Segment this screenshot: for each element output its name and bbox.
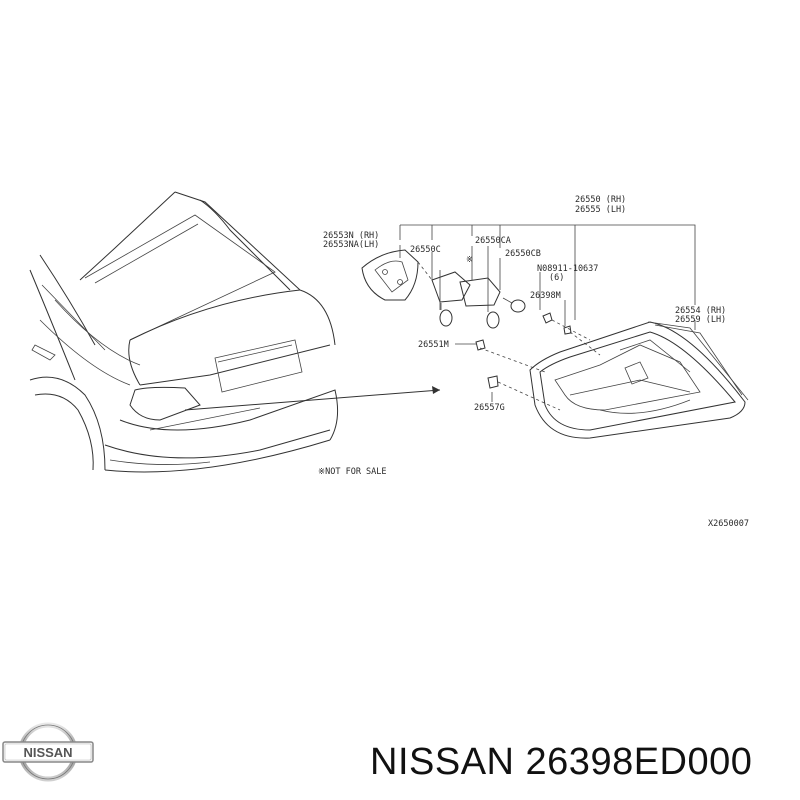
label-26555: 26555 (LH) — [575, 205, 626, 215]
label-26557g: 26557G — [474, 403, 505, 413]
leader-lines — [399, 224, 696, 402]
label-26553n: 26553N (RH) — [323, 231, 379, 241]
part-labels: 26550 (RH) 26555 (LH) 26553N (RH) 26553N… — [318, 195, 749, 529]
label-26550: 26550 (RH) — [575, 195, 626, 205]
logo-wordmark: NISSAN — [23, 745, 72, 760]
car-rear-illustration — [29, 191, 441, 473]
diagram-ref-code: X2650007 — [708, 519, 749, 529]
star-mark: ※ — [466, 255, 473, 265]
label-26550ca: 26550CA — [475, 236, 511, 246]
exploded-parts — [361, 249, 749, 439]
label-26398m: 26398M — [530, 291, 561, 301]
label-26554: 26554 (RH) — [675, 306, 726, 316]
not-for-sale-note: ※NOT FOR SALE — [318, 467, 387, 477]
label-26553na: 26553NA(LH) — [323, 240, 379, 250]
label-n08911-qty: (6) — [549, 273, 564, 283]
nissan-logo: NISSAN — [2, 722, 94, 782]
label-n08911: N08911-10637 — [537, 264, 598, 274]
part-number-title: NISSAN 26398ED000 — [370, 741, 753, 783]
label-26550cb: 26550CB — [505, 249, 541, 259]
label-26551m: 26551M — [418, 340, 449, 350]
label-26559: 26559 (LH) — [675, 315, 726, 325]
label-26550c: 26550C — [410, 245, 441, 255]
